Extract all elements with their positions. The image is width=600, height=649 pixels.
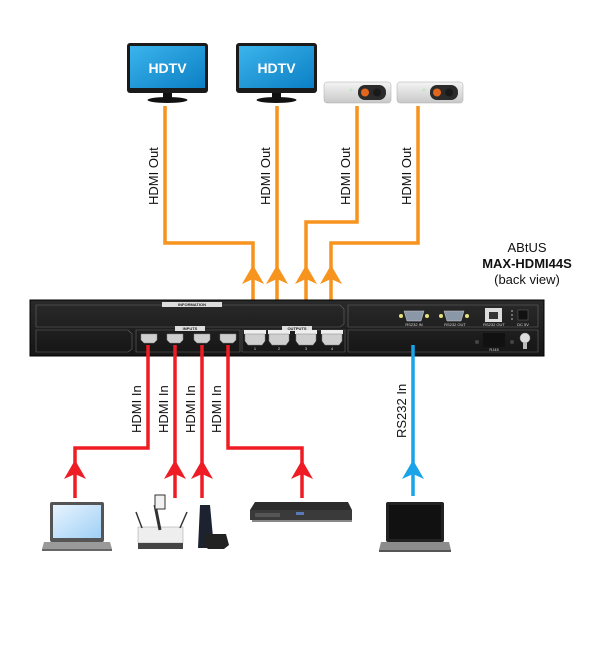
rj45-bottom: RJ45: [475, 333, 514, 352]
output-label-3: HDMI Out: [338, 147, 353, 205]
hdmi-input-ports: [140, 333, 237, 344]
input-cable-4: [226, 345, 304, 498]
hdmi-output-ports: 1 2 3 4: [244, 330, 343, 351]
hdtv-1-label: HDTV: [148, 60, 187, 76]
dc-power-port: DC 5V: [511, 309, 529, 327]
brand-name: ABtUS: [507, 240, 547, 255]
arrow-up-icon: [64, 460, 86, 479]
rs232-out-label: RS232 OUT: [444, 322, 466, 327]
rs232-out-port: RS232 OUT: [439, 310, 469, 327]
information-tab: [162, 302, 222, 307]
laptop-black: [379, 502, 451, 552]
model-name: MAX-HDMI44S: [482, 256, 572, 271]
hdmi-output-port-4: [321, 333, 343, 346]
arrow-up-icon: [164, 460, 186, 479]
hdmi-output-port-2: [268, 333, 290, 346]
control-label: RS232 In: [394, 384, 409, 438]
output-labels: HDMI Out HDMI Out HDMI Out HDMI Out: [146, 147, 414, 205]
inputs-label: INPUTS: [183, 326, 198, 331]
blu-ray-player: [250, 502, 352, 522]
output-number-1: 1: [254, 346, 257, 351]
output-number-4: 4: [331, 346, 334, 351]
outputs-label: OUTPUTS: [287, 326, 306, 331]
input-label-1: HDMI In: [129, 385, 144, 433]
output-label-2: HDMI Out: [258, 147, 273, 205]
ground-screw: [519, 332, 531, 349]
arrow-up-icon: [402, 460, 424, 479]
arrow-up-icon: [291, 460, 313, 479]
arrow-up-icon: [266, 265, 288, 284]
output-cable-1: [163, 106, 255, 330]
view-note: (back view): [494, 272, 560, 287]
game-console: [198, 505, 229, 549]
output-cable-4: [329, 106, 420, 330]
rs232-in-label: RS232 IN: [405, 322, 422, 327]
projector-1: [323, 81, 392, 104]
outputs-tab: [282, 326, 312, 331]
output-label-1: HDMI Out: [146, 147, 161, 205]
matrix-switch-back-panel: INFORMATION INPUTS OUTPUTS: [29, 299, 545, 357]
rj45-port: RS232 OUT: [483, 308, 505, 327]
hdmi-input-port-1: [140, 333, 158, 344]
laptop-silver: [42, 502, 112, 551]
arrow-up-icon: [242, 265, 264, 284]
rj45-label: RJ45: [489, 347, 499, 352]
input-label-4: HDMI In: [209, 385, 224, 433]
input-arrows: [64, 460, 313, 479]
hdtv-1: HDTV: [127, 43, 208, 103]
inputs-tab: [175, 326, 205, 331]
arrow-up-icon: [191, 460, 213, 479]
output-number-3: 3: [305, 346, 308, 351]
information-label: INFORMATION: [178, 302, 206, 307]
document-camera: [135, 494, 188, 549]
device-caption: ABtUS MAX-HDMI44S (back view): [462, 240, 592, 288]
hdmi-input-port-3: [193, 333, 211, 344]
output-arrows: [242, 265, 342, 284]
output-label-4: HDMI Out: [399, 147, 414, 205]
dc-label: DC 5V: [517, 322, 529, 327]
input-label-2: HDMI In: [156, 385, 171, 433]
rs232-in-port: RS232 IN: [399, 310, 429, 327]
control-cable: RS232 In: [394, 345, 424, 496]
output-number-2: 2: [278, 346, 281, 351]
arrow-up-icon: [320, 265, 342, 284]
input-labels: HDMI In HDMI In HDMI In HDMI In: [129, 385, 224, 433]
arrow-up-icon: [295, 265, 317, 284]
hdtv-2-label: HDTV: [257, 60, 296, 76]
output-cables: [163, 106, 420, 330]
input-label-3: HDMI In: [183, 385, 198, 433]
rj45-out-label: RS232 OUT: [483, 322, 505, 327]
hdmi-output-port-1: [244, 333, 266, 346]
hdmi-input-port-4: [219, 333, 237, 344]
hdmi-input-port-2: [166, 333, 184, 344]
hdmi-output-port-3: [295, 333, 317, 346]
projector-2: [396, 81, 464, 104]
hdtv-2: HDTV: [236, 43, 317, 103]
